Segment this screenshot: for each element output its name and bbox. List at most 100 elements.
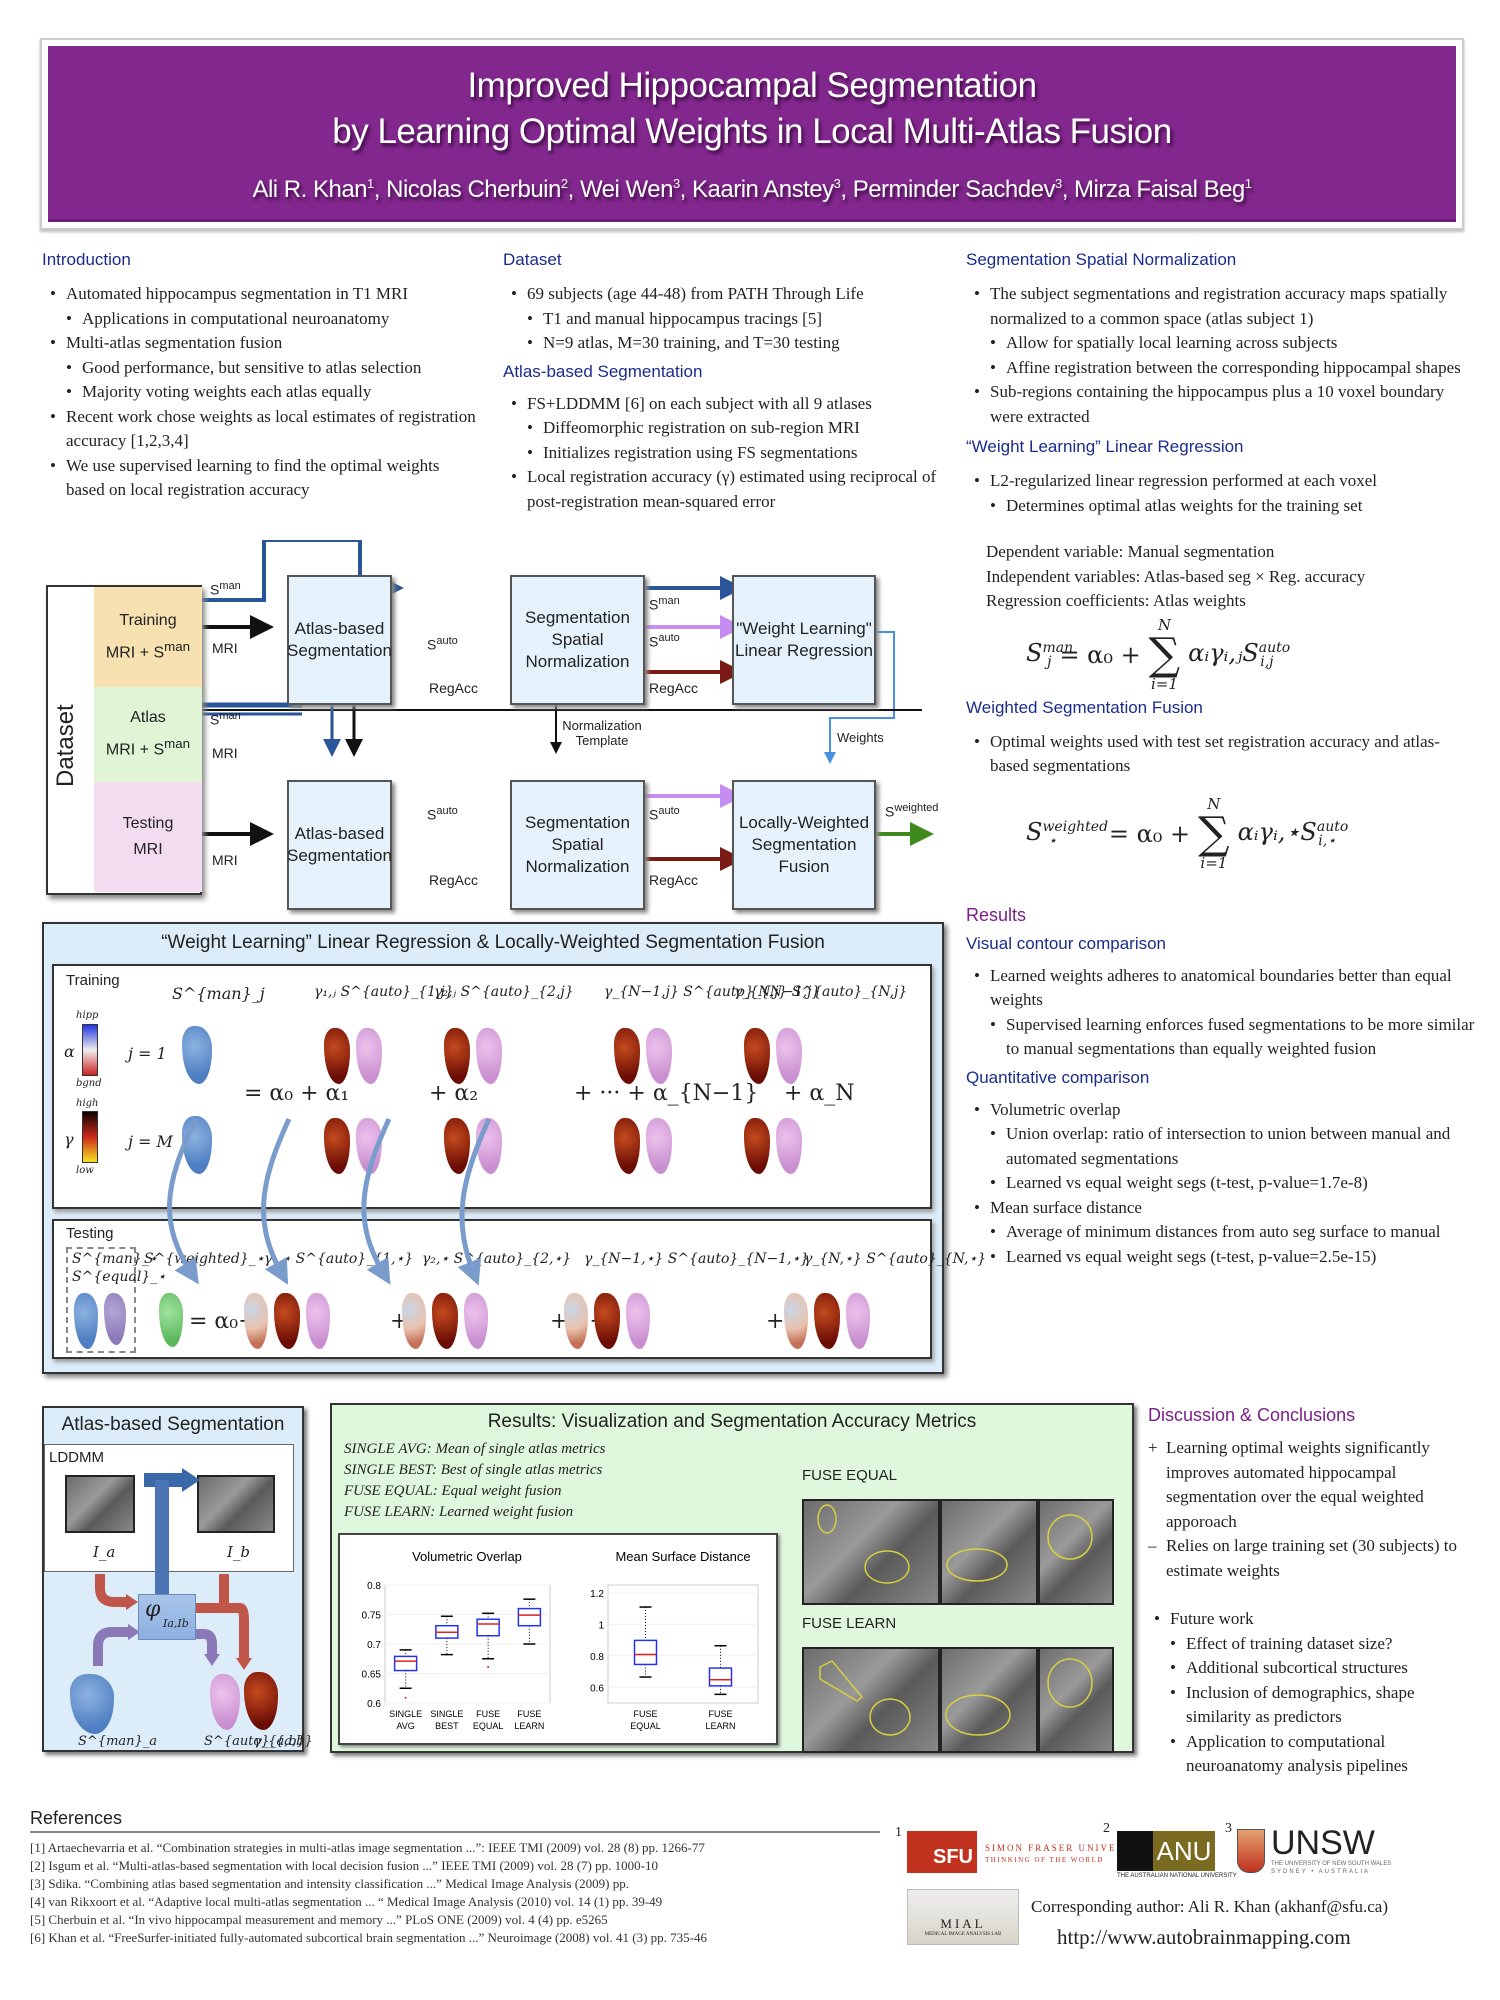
regacc-label-3: RegAcc xyxy=(429,872,479,888)
alpha-symbol: α xyxy=(64,1042,75,1061)
x-tick-label: FUSE xyxy=(708,1709,732,1719)
testing-box: Testing S^{man}_⋆ S^{equal}_⋆ S^{weighte… xyxy=(52,1219,986,1359)
unsw-affil-num: 3 xyxy=(1225,1821,1232,1836)
spatial-norm-box-top: Segmentation Spatial Normalization xyxy=(510,575,645,705)
eq2-rhs: αᵢγᵢ,⋆S xyxy=(1237,817,1317,846)
bullet-item: Majority voting weights each atlas equal… xyxy=(64,380,482,405)
row-sub-text: MRI xyxy=(133,841,163,858)
test-manual-shape xyxy=(74,1293,98,1349)
legend-entry: SINGLE AVG: Mean of single atlas metrics xyxy=(344,1441,606,1457)
test-sman-label: S^{man}_⋆ xyxy=(72,1251,158,1267)
row-jM-label: j = M xyxy=(128,1132,173,1151)
regacc-label-2: RegAcc xyxy=(649,680,699,696)
introduction-list: Automated hippocampus segmentation in T1… xyxy=(48,282,482,503)
testing-column-label: γ₂,⋆ S^{auto}_{2,⋆} xyxy=(422,1251,572,1267)
author-name: Nicolas Cherbuin xyxy=(386,176,561,203)
mri-label: MRI xyxy=(212,640,238,656)
unsw-name: THE UNIVERSITY OF NEW SOUTH WALES xyxy=(1271,1861,1392,1867)
eq-rhs: αᵢγᵢ,ⱼS xyxy=(1188,638,1259,667)
corresponding-author: Corresponding author: Ali R. Khan (akhan… xyxy=(1031,1897,1388,1916)
bullet-item: Automated hippocampus segmentation in T1… xyxy=(48,282,482,307)
mri-atlas-label: MRI xyxy=(212,745,238,761)
test-eq-term: + xyxy=(766,1309,785,1334)
gamma-map-shape xyxy=(814,1293,840,1349)
sfu-logo: SFU xyxy=(907,1831,977,1873)
gamma-map-shape xyxy=(744,1118,770,1174)
bullet-item: Good performance, but sensitive to atlas… xyxy=(64,356,482,381)
visual-comparison-list: Learned weights adheres to anatomical bo… xyxy=(972,964,1476,1062)
test-sweighted-label: S^{weighted}_⋆ xyxy=(144,1251,265,1267)
mial-logo: MIAL MEDICAL IMAGE ANALYSIS LAB xyxy=(907,1889,1019,1945)
conclusion-mark: + xyxy=(1148,1438,1158,1457)
bullet-item: Applications in computational neuroanato… xyxy=(64,307,482,332)
author: Wei Wen3, xyxy=(579,176,693,203)
eq-lhs-sup: man xyxy=(1042,639,1074,656)
title-banner: Improved Hippocampal Segmentation by Lea… xyxy=(48,46,1456,222)
auto-seg-shape xyxy=(646,1118,672,1174)
eq2-rhs-sub: i,⋆ xyxy=(1318,833,1336,850)
bullet-item: Supervised learning enforces fused segme… xyxy=(988,1013,1476,1062)
fuse-equal-sagittal xyxy=(802,1499,940,1605)
lddmm-label: LDDMM xyxy=(49,1449,104,1466)
x-tick-label: LEARN xyxy=(705,1721,735,1731)
legend-desc: Best of single atlas metrics xyxy=(440,1462,603,1478)
author-name: Perminder Sachdev xyxy=(852,176,1056,203)
fuse-learn-axial xyxy=(1038,1647,1114,1753)
eq-rhs-sup: auto xyxy=(1258,639,1291,656)
title-line-1: Improved Hippocampal Segmentation xyxy=(467,66,1037,105)
gamma-map-shape xyxy=(432,1293,458,1349)
norm-template-label: Normalization Template xyxy=(562,718,642,748)
mri-image-a xyxy=(65,1475,135,1533)
row-j1-label: j = 1 xyxy=(128,1044,167,1063)
author-name: Ali R. Khan xyxy=(252,176,368,203)
bullet-item: Learned vs equal weight segs (t-test, p-… xyxy=(988,1171,1476,1196)
reference-item: [2] Isgum et al. “Multi-atlas-based segm… xyxy=(30,1858,658,1873)
results-heading: Results xyxy=(966,904,1027,925)
row-sub-sup: man xyxy=(164,736,191,752)
sweighted-label: Sweighted xyxy=(885,802,938,820)
conclusion-item: +Learning optimal weights significantly … xyxy=(1148,1436,1478,1534)
sauto-ab-label: S^{auto}_{a,b} xyxy=(204,1734,313,1749)
author-affiliation: 3 xyxy=(672,176,680,191)
author-list: Ali R. Khan1, Nicolas Cherbuin2, Wei Wen… xyxy=(48,176,1456,204)
bullet-item: Application to computational neuroanatom… xyxy=(1168,1730,1478,1779)
bullet-item: Determines optimal atlas weights for the… xyxy=(988,494,1476,519)
gamma-map-shape xyxy=(324,1028,350,1084)
row-name: Testing xyxy=(122,815,174,832)
x-tick-label: FUSE xyxy=(517,1709,541,1719)
train-eq-term: + α₂ xyxy=(429,1081,479,1106)
author-affiliation: 3 xyxy=(833,176,841,191)
bullet-item: Optimal weights used with test set regis… xyxy=(972,730,1476,779)
auto-seg-shape xyxy=(646,1028,672,1084)
auto-seg-shape xyxy=(476,1028,502,1084)
auto-seg-shape xyxy=(464,1293,488,1349)
weighted-fusion-list: Optimal weights used with test set regis… xyxy=(972,730,1476,779)
sauto-label-1: Sauto xyxy=(427,635,458,653)
project-url[interactable]: http://www.autobrainmapping.com xyxy=(1057,1925,1351,1949)
weights-label: Weights xyxy=(837,730,884,745)
y-tick-label: 0.7 xyxy=(367,1640,381,1651)
testing-column-label: γ_{N−1,⋆} S^{auto}_{N−1,⋆} xyxy=(584,1251,810,1267)
weights-arrow xyxy=(824,631,895,764)
sfu-name: SIMON FRASER UNIVERSITY xyxy=(985,1843,1153,1853)
bullet-item: Multi-atlas segmentation fusion xyxy=(48,331,482,356)
weighted-fusion-heading: Weighted Segmentation Fusion xyxy=(966,697,1203,717)
metric-legend: SINGLE AVG: Mean of single atlas metrics… xyxy=(344,1439,605,1523)
training-column-label: γ_{N,j} S^{auto}_{N,j} xyxy=(734,984,908,1000)
legend-key: SINGLE BEST xyxy=(344,1462,432,1478)
spatial-norm-box-bottom: Segmentation Spatial Normalization xyxy=(510,780,645,910)
dataset-label: Dataset xyxy=(52,704,79,787)
introduction-section: Introduction Automated hippocampus segme… xyxy=(42,250,482,503)
anu-crest xyxy=(1117,1831,1153,1871)
outlier-point xyxy=(404,1696,407,1699)
reference-item: [4] van Rikxoort et al. “Adaptive local … xyxy=(30,1894,663,1909)
references-section: References [1] Artaechevarria et al. “Co… xyxy=(30,1808,880,1947)
mri-testing-label: MRI xyxy=(212,852,238,868)
fuse-equal-axial xyxy=(1038,1499,1114,1605)
legend-key: FUSE EQUAL xyxy=(344,1483,433,1499)
sup: auto xyxy=(658,805,680,817)
bullet-item: N=9 atlas, M=30 training, and T=30 testi… xyxy=(525,331,953,356)
gamma-bar-top: high xyxy=(76,1098,99,1109)
mri-image-b xyxy=(197,1475,275,1533)
